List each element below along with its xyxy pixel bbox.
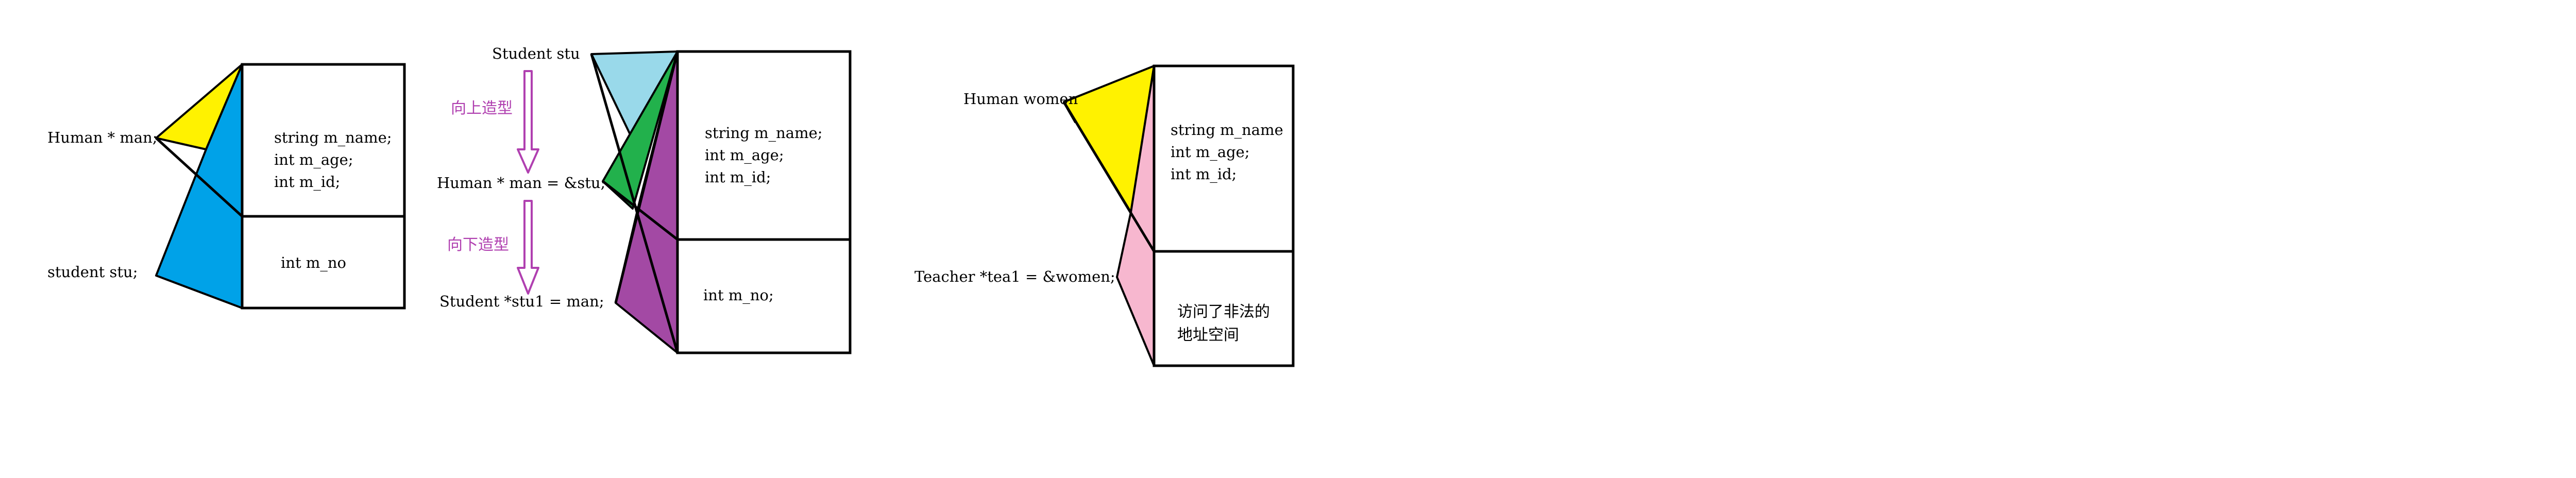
base-field: int m_id; [1171, 165, 1236, 183]
object-edge [1062, 101, 1077, 124]
base-field: string m_name [1171, 121, 1283, 139]
panel-pointer-to-object: Human * man; student stu; string m_name;… [47, 63, 406, 310]
derived-field: int m_no [281, 254, 346, 272]
base-class-box [241, 63, 406, 218]
base-field: int m_id; [274, 173, 340, 191]
upcast-arrow-icon [517, 70, 539, 174]
pointer-label: Teacher *tea1 = &women; [914, 268, 1115, 285]
downcast-note: 向下造型 [447, 236, 509, 254]
base-field: string m_name; [274, 129, 392, 147]
upcast-note: 向上造型 [451, 99, 513, 117]
upcast-triangle-green [602, 50, 679, 210]
base-field: int m_age; [1171, 143, 1250, 161]
upcast-label: Human * man = &stu; [437, 174, 605, 192]
pointer-edge [614, 51, 679, 303]
object-label: Human women [963, 90, 1078, 108]
pointer-label: Human * man; [47, 129, 158, 146]
illegal-access-note: 访问了非法的 [1177, 303, 1270, 321]
derived-field: int m_no; [703, 286, 774, 304]
pointer-edge [602, 180, 679, 241]
object-edge [590, 54, 679, 353]
derived-class-box [676, 238, 852, 354]
base-field: int m_id; [705, 168, 771, 186]
object-edge [1062, 101, 1156, 252]
base-class-box [1153, 64, 1295, 253]
downcast-label: Student *stu1 = man; [439, 293, 604, 310]
base-field: int m_age; [705, 146, 784, 164]
illegal-memory-box [1153, 250, 1295, 367]
pointer-edge [155, 137, 243, 217]
base-field: string m_name; [705, 124, 823, 142]
base-class-box [676, 50, 852, 241]
panel-illegal-downcast: Human women Teacher *tea1 = &women; stri… [914, 64, 1295, 367]
illegal-access-note: 地址空间 [1177, 326, 1239, 344]
derived-class-box [241, 215, 406, 310]
object-label: Student stu [492, 45, 580, 62]
downcast-arrow-icon [517, 200, 539, 295]
base-field: int m_age; [274, 151, 353, 169]
object-label: student stu; [47, 263, 138, 281]
panel-up-and-down-cast: Student stu Human * man = &stu; Student … [437, 45, 852, 354]
